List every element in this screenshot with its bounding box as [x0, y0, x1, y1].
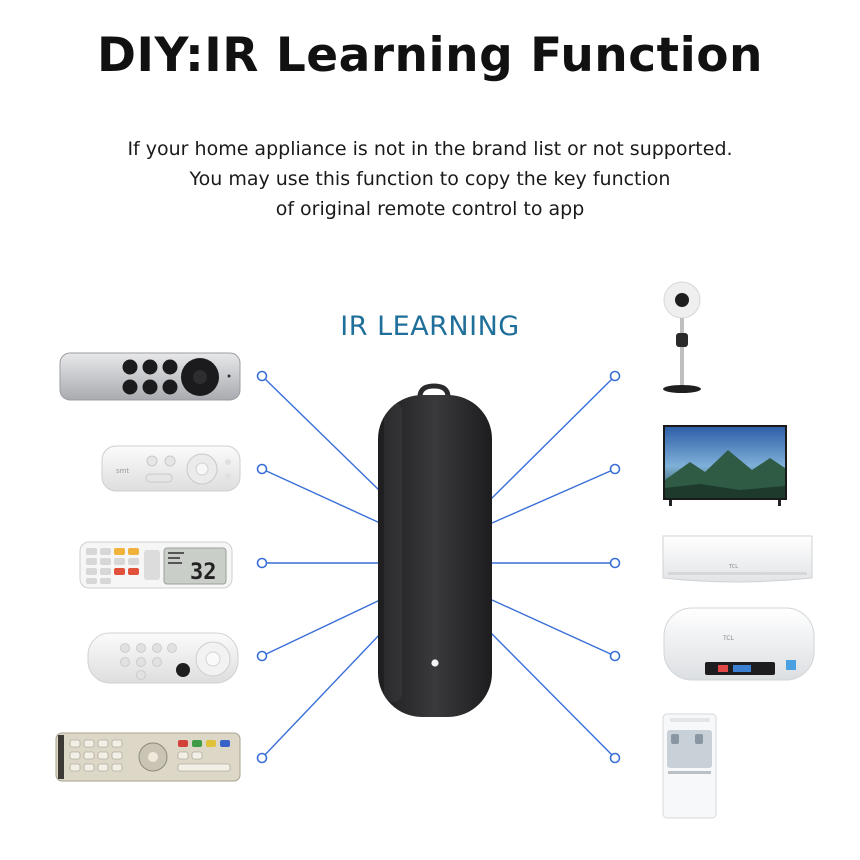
water-dispenser-icon [662, 713, 717, 819]
page-title: DIY:IR Learning Function [97, 28, 763, 83]
node-left-3 [256, 557, 268, 569]
line-right-1 [489, 375, 616, 501]
description-line-3: of original remote control to app [275, 198, 585, 220]
ir-hub-device [378, 383, 492, 717]
node-right-4 [609, 650, 621, 662]
connection-nodes [256, 370, 621, 764]
line-right-2 [491, 468, 616, 524]
description: If your home appliance is not in the bra… [0, 134, 860, 224]
line-left-5 [261, 631, 383, 759]
line-right-4 [491, 599, 616, 657]
node-left-1 [256, 370, 268, 382]
hub-lanyard-loop [417, 383, 451, 398]
air-conditioner-brand: TCL [728, 564, 738, 570]
description-line-1: If your home appliance is not in the bra… [127, 138, 733, 160]
node-left-5 [256, 752, 268, 764]
node-left-4 [256, 650, 268, 662]
streaming-remote-icon [59, 352, 241, 401]
media-remote-icon [87, 632, 239, 684]
air-conditioner-remote-icon: 32 [79, 541, 233, 589]
hub-led-indicator [431, 659, 439, 667]
television-icon [663, 425, 787, 506]
ac-remote-display: 32 [190, 560, 217, 585]
voice-remote-brand: smt [116, 467, 129, 475]
connection-lines [261, 375, 616, 759]
node-right-1 [609, 370, 621, 382]
node-right-5 [609, 752, 621, 764]
line-left-1 [261, 375, 383, 494]
stand-fan-icon [663, 281, 701, 393]
line-left-4 [261, 599, 381, 657]
node-right-2 [609, 463, 621, 475]
tv-remote-icon [55, 732, 241, 782]
node-left-2 [256, 463, 268, 475]
line-left-2 [261, 468, 381, 524]
air-conditioner-icon: TCL [662, 535, 813, 583]
water-heater-icon: TCL [663, 607, 815, 681]
ir-learning-heading: IR LEARNING [340, 311, 520, 342]
node-right-3 [609, 557, 621, 569]
description-line-2: You may use this function to copy the ke… [189, 168, 671, 190]
water-heater-brand: TCL [722, 635, 735, 642]
line-right-5 [489, 631, 616, 759]
hub-body [378, 395, 492, 717]
voice-remote-icon: smt [101, 445, 241, 492]
